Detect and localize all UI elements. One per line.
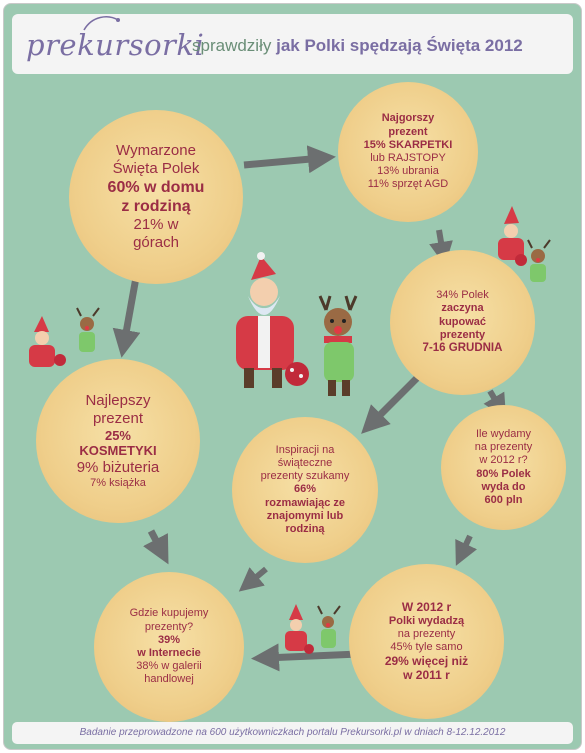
arrow-3 [429, 229, 453, 266]
bubble-najgorszy-prezent: Najgorszy prezent 15% SKARPETKI lub RAJS… [338, 82, 478, 222]
arrow-8 [238, 566, 268, 592]
arrow-1 [243, 145, 336, 174]
santa-small-icon-3 [285, 604, 314, 654]
bubble-zaczyna-kupowac: 34% Polek zaczyna kupować prezenty 7-16 … [390, 250, 535, 395]
arrow-2 [112, 271, 141, 358]
santa-small-icon-2 [29, 316, 66, 367]
bubble-ile-wydamy: Ile wydamy na prezenty w 2012 r? 80% Pol… [441, 405, 566, 530]
logo-swirl-icon [83, 16, 120, 31]
reindeer-small-icon-1 [527, 239, 551, 282]
bubble-gdzie-kupujemy: Gdzie kupujemy prezenty? 39% w Interneci… [94, 572, 244, 722]
footer-note: Badanie przeprowadzone na 600 użytkownic… [12, 722, 573, 744]
logo[interactable]: prekursorki [26, 28, 204, 62]
logo-text: prekursorki [26, 28, 205, 62]
arrow-4 [361, 375, 420, 434]
page-title: sprawdziły jak Polki spędzają Święta 201… [192, 36, 523, 55]
reindeer-small-icon-3 [317, 605, 341, 648]
flow-arrows [112, 145, 507, 672]
bubble-najlepszy-prezent: Najlepszy prezent 25% KOSMETYKI 9% biżut… [36, 359, 200, 523]
santa-large-icon [236, 252, 309, 388]
bubble-wymarzone-swieta: Wymarzone Święta Polek 60% w domu z rodz… [69, 110, 243, 284]
header: prekursorki sprawdziły jak Polki spędzaj… [12, 14, 573, 74]
reindeer-small-icon-2 [76, 307, 100, 352]
reindeer-large-icon [318, 295, 358, 396]
arrow-9 [251, 643, 360, 672]
arrow-7 [455, 534, 477, 566]
bubble-inspiracji: Inspiracji na świąteczne prezenty szukam… [232, 417, 378, 563]
christmas-illustrations [29, 206, 551, 654]
bubble-w-2012: W 2012 r Polki wydadzą na prezenty 45% t… [349, 564, 504, 719]
infographic: prekursorki sprawdziły jak Polki spędzaj… [3, 3, 582, 750]
santa-small-icon-1 [498, 206, 527, 266]
arrow-6 [143, 529, 169, 565]
